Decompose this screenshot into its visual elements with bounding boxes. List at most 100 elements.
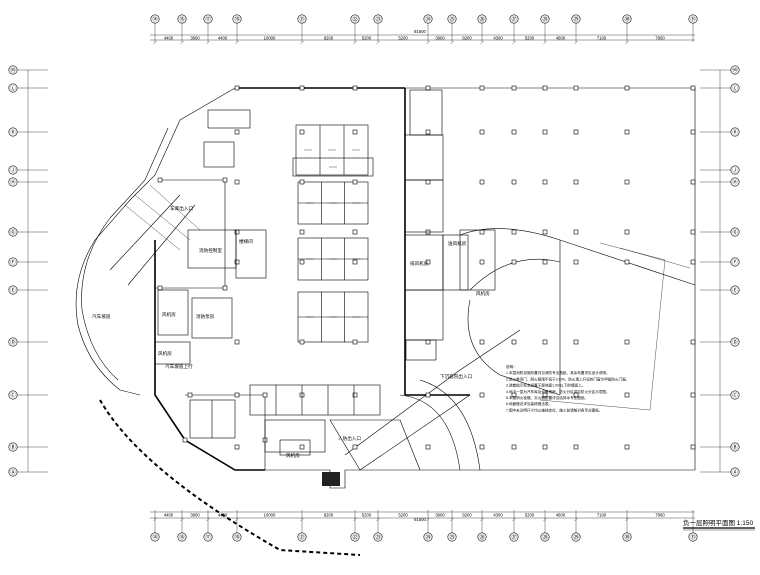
axis-bubble-bottom	[177, 532, 187, 542]
column	[352, 392, 358, 398]
axis-bubble-top	[540, 14, 550, 24]
room-label-fan-room-4: 风机房	[158, 350, 172, 357]
axis-label-top: ㉚	[624, 15, 630, 23]
column	[187, 392, 193, 398]
axis-label-bottom: ㉛	[690, 533, 696, 541]
axis-bubble-top	[688, 14, 698, 24]
column	[542, 229, 548, 235]
room-label-civil-defense: 人防出入口	[338, 435, 361, 442]
column	[352, 229, 358, 235]
axis-label-bottom: ㉒	[352, 533, 358, 541]
column	[234, 179, 240, 185]
column	[573, 129, 579, 135]
column	[690, 85, 696, 91]
column	[479, 229, 485, 235]
axis-label-bottom: ⑯	[179, 533, 185, 541]
axis-label-left: Ⓔ	[10, 286, 16, 294]
column	[425, 339, 431, 345]
axis-label-top: ㉓	[375, 15, 381, 23]
room-label-ramp: 汽车坡道	[92, 313, 111, 320]
parking-block	[292, 157, 374, 177]
dimension-value: 7100	[597, 513, 607, 518]
axis-label-left: Ⓓ	[10, 338, 16, 346]
dimension-value: 4400	[164, 513, 174, 518]
column	[234, 259, 240, 265]
axis-label-top: ㉑	[299, 15, 305, 23]
axis-label-bottom: ⑭	[152, 533, 158, 541]
column	[222, 177, 228, 183]
axis-bubble-top	[297, 14, 307, 24]
column	[299, 229, 305, 235]
total-dimension-bottom: 81500	[414, 517, 426, 522]
column	[352, 444, 358, 450]
axis-bubble-bottom	[423, 532, 433, 542]
axis-label-left: Ⓗ	[10, 178, 16, 186]
total-dimension-top: 81500	[414, 29, 426, 34]
axis-label-right: Ⓜ	[732, 66, 738, 74]
column	[299, 129, 305, 135]
column	[573, 259, 579, 265]
axis-label-top: ㉒	[352, 15, 358, 23]
axis-label-right: Ⓚ	[732, 128, 738, 136]
room-label-pump-room: 消防泵房	[196, 313, 215, 320]
column	[234, 85, 240, 91]
dimension-value: 4400	[218, 36, 228, 41]
dimension-value: 5200	[525, 513, 535, 518]
room-label-fire-control: 消防控制室	[199, 247, 222, 254]
column	[234, 229, 240, 235]
room-label-fan-room-1: 风机房	[162, 311, 176, 318]
axis-bubble-top	[477, 14, 487, 24]
dimension-value: 5200	[525, 36, 535, 41]
axis-label-bottom: ㉘	[542, 533, 548, 541]
axis-label-right: Ⓒ	[732, 391, 738, 399]
parking-stalls	[292, 124, 374, 343]
axis-label-bottom: ㉚	[624, 533, 630, 541]
axis-label-right: Ⓐ	[732, 468, 738, 476]
dimension-value: 4400	[164, 36, 174, 41]
axis-label-top: ⑱	[234, 15, 240, 23]
note-line: 6.地面做法详见装修做法表。	[506, 401, 552, 406]
dimension-value: 3900	[435, 513, 445, 518]
title-text: 负一层照明平面图 1:150	[683, 518, 753, 527]
column	[690, 259, 696, 265]
note-line: 5.本层消火栓箱、灭火器配置详见给排水专业图纸。	[506, 395, 588, 400]
axis-bubble-bottom	[688, 532, 698, 542]
axis-label-top: ㉕	[449, 15, 455, 23]
note-line: 说明：	[506, 364, 517, 369]
column	[511, 259, 517, 265]
axis-bubble-top	[177, 14, 187, 24]
dimension-value: 3800	[190, 513, 200, 518]
column	[511, 392, 517, 398]
column	[690, 339, 696, 345]
axis-label-top: ⑭	[152, 15, 158, 23]
axis-bubble-bottom	[150, 532, 160, 542]
axis-label-right: Ⓔ	[732, 286, 738, 294]
column	[690, 444, 696, 450]
column	[690, 179, 696, 185]
note-line: 4.地下一层为汽车库及设备用房，防火分区详见防火分区示意图。	[506, 389, 610, 394]
column	[299, 259, 305, 265]
axis-bubble-top	[447, 14, 457, 24]
room-labels: 消防控制室 楼梯间 风机房 排风机房 风机房 风机房 送风机房 风机房 消防泵房…	[92, 205, 490, 459]
axis-label-top: ㉛	[690, 15, 696, 23]
design-notes: 说明：1.本层消防设施布置详见消防专业图纸，其余布置详见设计说明。2.防火卷帘门…	[506, 364, 629, 412]
column	[479, 259, 485, 265]
axis-bubble-bottom	[477, 532, 487, 542]
dimension-value: 8200	[462, 36, 472, 41]
room-label-exhaust-fan: 排风机房	[410, 260, 429, 267]
axis-bubble-bottom	[509, 532, 519, 542]
column	[425, 129, 431, 135]
column	[573, 444, 579, 450]
dimension-value: 7800	[655, 36, 665, 41]
column	[352, 259, 358, 265]
column	[542, 339, 548, 345]
axis-label-top: ㉙	[573, 15, 579, 23]
parking-block	[295, 124, 369, 176]
axis-label-right: Ⓗ	[732, 178, 738, 186]
axis-label-right: Ⓓ	[732, 338, 738, 346]
column	[690, 392, 696, 398]
column	[690, 129, 696, 135]
